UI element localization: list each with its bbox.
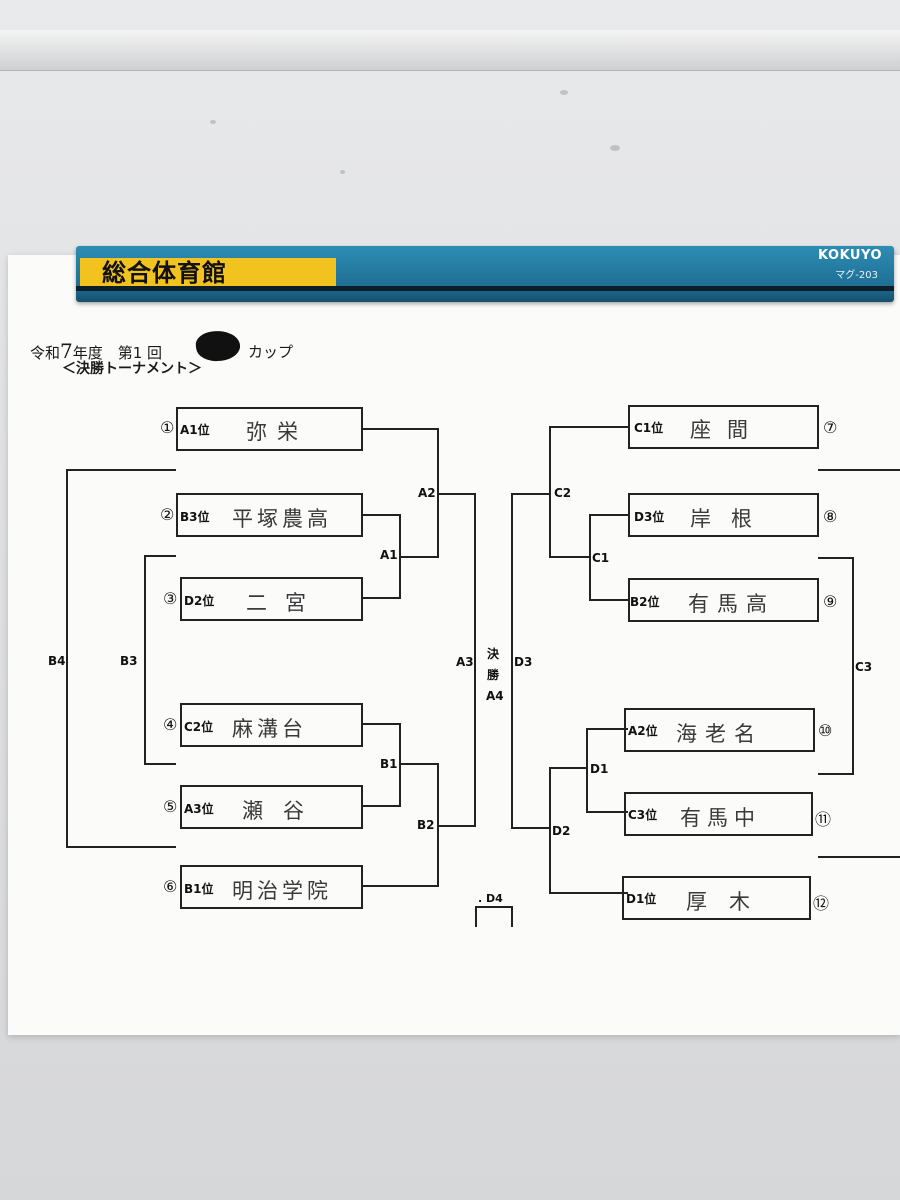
bracket-line — [362, 763, 439, 887]
team-box — [180, 577, 363, 621]
magnet-bar: 総合体育館 KOKUYO マグ-203 — [76, 246, 894, 302]
slot-label: D2位 — [184, 594, 215, 608]
round-label-b4: B4 — [48, 654, 66, 668]
bracket-line — [586, 728, 628, 813]
magnet-stripe — [76, 286, 894, 291]
bracket-line — [144, 555, 176, 765]
heading-line1: 令和7年度 第1 回 — [30, 339, 162, 363]
seed-number: ③ — [163, 589, 178, 608]
round-label-a1: A1 — [380, 548, 398, 562]
whiteboard-frame — [0, 30, 900, 71]
round-label-c1: C1 — [592, 551, 610, 565]
team-box — [628, 493, 819, 537]
bracket-line — [549, 426, 628, 558]
team-name: 厚木 — [686, 890, 772, 914]
seed-number: ⑫ — [813, 894, 830, 913]
team-box — [180, 785, 363, 829]
heading-subtitle: ＜決勝トーナメント＞ — [62, 361, 202, 377]
team-box — [624, 708, 815, 752]
team-name: 平塚農高 — [232, 507, 332, 531]
slot-label: C1位 — [634, 421, 664, 435]
seed-number: ⑪ — [815, 810, 832, 829]
magnet-brand: KOKUYO — [818, 248, 882, 263]
heading-year: 7 — [60, 339, 73, 363]
bracket-line — [818, 557, 854, 775]
seed-number: ⑤ — [163, 797, 178, 816]
bracket-line — [362, 514, 401, 599]
bracket-line — [511, 493, 550, 829]
smudge — [610, 145, 620, 151]
seed-number: ⑧ — [823, 507, 838, 526]
round-label-a2: A2 — [418, 486, 436, 500]
team-name: 岸根 — [690, 507, 772, 531]
team-box — [628, 405, 819, 449]
bracket-line — [549, 767, 628, 894]
team-name: 有馬高 — [688, 592, 775, 616]
slot-label: B3位 — [180, 510, 210, 524]
round-label-b3: B3 — [120, 654, 138, 668]
round-label-a4: A4 — [486, 689, 504, 703]
heading-era: 令和 — [30, 344, 61, 362]
round-label-a3: A3 — [456, 655, 474, 669]
smudge — [340, 170, 345, 174]
bracket-line — [475, 906, 513, 927]
slot-label: C2位 — [184, 720, 214, 734]
slot-label: A1位 — [180, 423, 210, 437]
slot-label: D3位 — [634, 510, 665, 524]
team-box — [180, 865, 363, 909]
team-name: 明治学院 — [232, 879, 332, 903]
slot-label: B1位 — [184, 882, 214, 896]
team-name: 瀬谷 — [242, 799, 324, 823]
team-box — [176, 407, 363, 451]
seed-number: ⑦ — [823, 418, 838, 437]
team-name: 海老名 — [676, 722, 763, 746]
seed-number: ① — [160, 418, 175, 437]
team-box — [622, 876, 811, 920]
team-name: 有馬中 — [680, 806, 761, 830]
bracket-line — [589, 514, 628, 601]
team-name: 弥栄 — [246, 420, 308, 444]
bracket-sheet — [8, 255, 900, 1035]
seed-number: ⑨ — [823, 592, 838, 611]
team-box — [624, 792, 813, 836]
round-label-b1: B1 — [380, 757, 398, 771]
seed-number: ④ — [163, 715, 178, 734]
team-box — [628, 578, 819, 622]
smudge — [210, 120, 216, 124]
team-name: 麻溝台 — [232, 717, 307, 741]
team-name: 座間 — [690, 418, 764, 442]
slot-label: A3位 — [184, 802, 214, 816]
round-label-c2: C2 — [554, 486, 572, 500]
round-label-d4: . D4 — [478, 892, 503, 905]
slot-label: A2位 — [628, 724, 658, 738]
magnet-model: マグ-203 — [835, 270, 878, 281]
final-char-2: 勝 — [487, 668, 500, 682]
slot-label: C3位 — [628, 808, 658, 822]
seed-number: ② — [160, 505, 175, 524]
heading-round: 年度 第1 回 — [72, 344, 163, 362]
heading-cup: カップ — [248, 343, 294, 361]
round-label-c3: C3 — [855, 660, 873, 674]
final-char-1: 決 — [487, 647, 500, 661]
bracket-line — [438, 493, 476, 827]
slot-label: D1位 — [626, 892, 657, 906]
round-label-d2: D2 — [552, 824, 571, 838]
smudge — [560, 90, 568, 95]
team-box — [180, 703, 363, 747]
slot-label: B2位 — [630, 595, 660, 609]
round-label-d1: D1 — [590, 762, 609, 776]
team-box — [176, 493, 363, 537]
bracket-line — [66, 469, 176, 848]
magnet-label: 総合体育館 — [80, 258, 336, 288]
round-label-b2: B2 — [417, 818, 435, 832]
seed-number: ⑩ — [818, 721, 833, 740]
team-name: 二宮 — [246, 591, 324, 615]
seed-number: ⑥ — [163, 877, 178, 896]
round-label-d3: D3 — [514, 655, 533, 669]
